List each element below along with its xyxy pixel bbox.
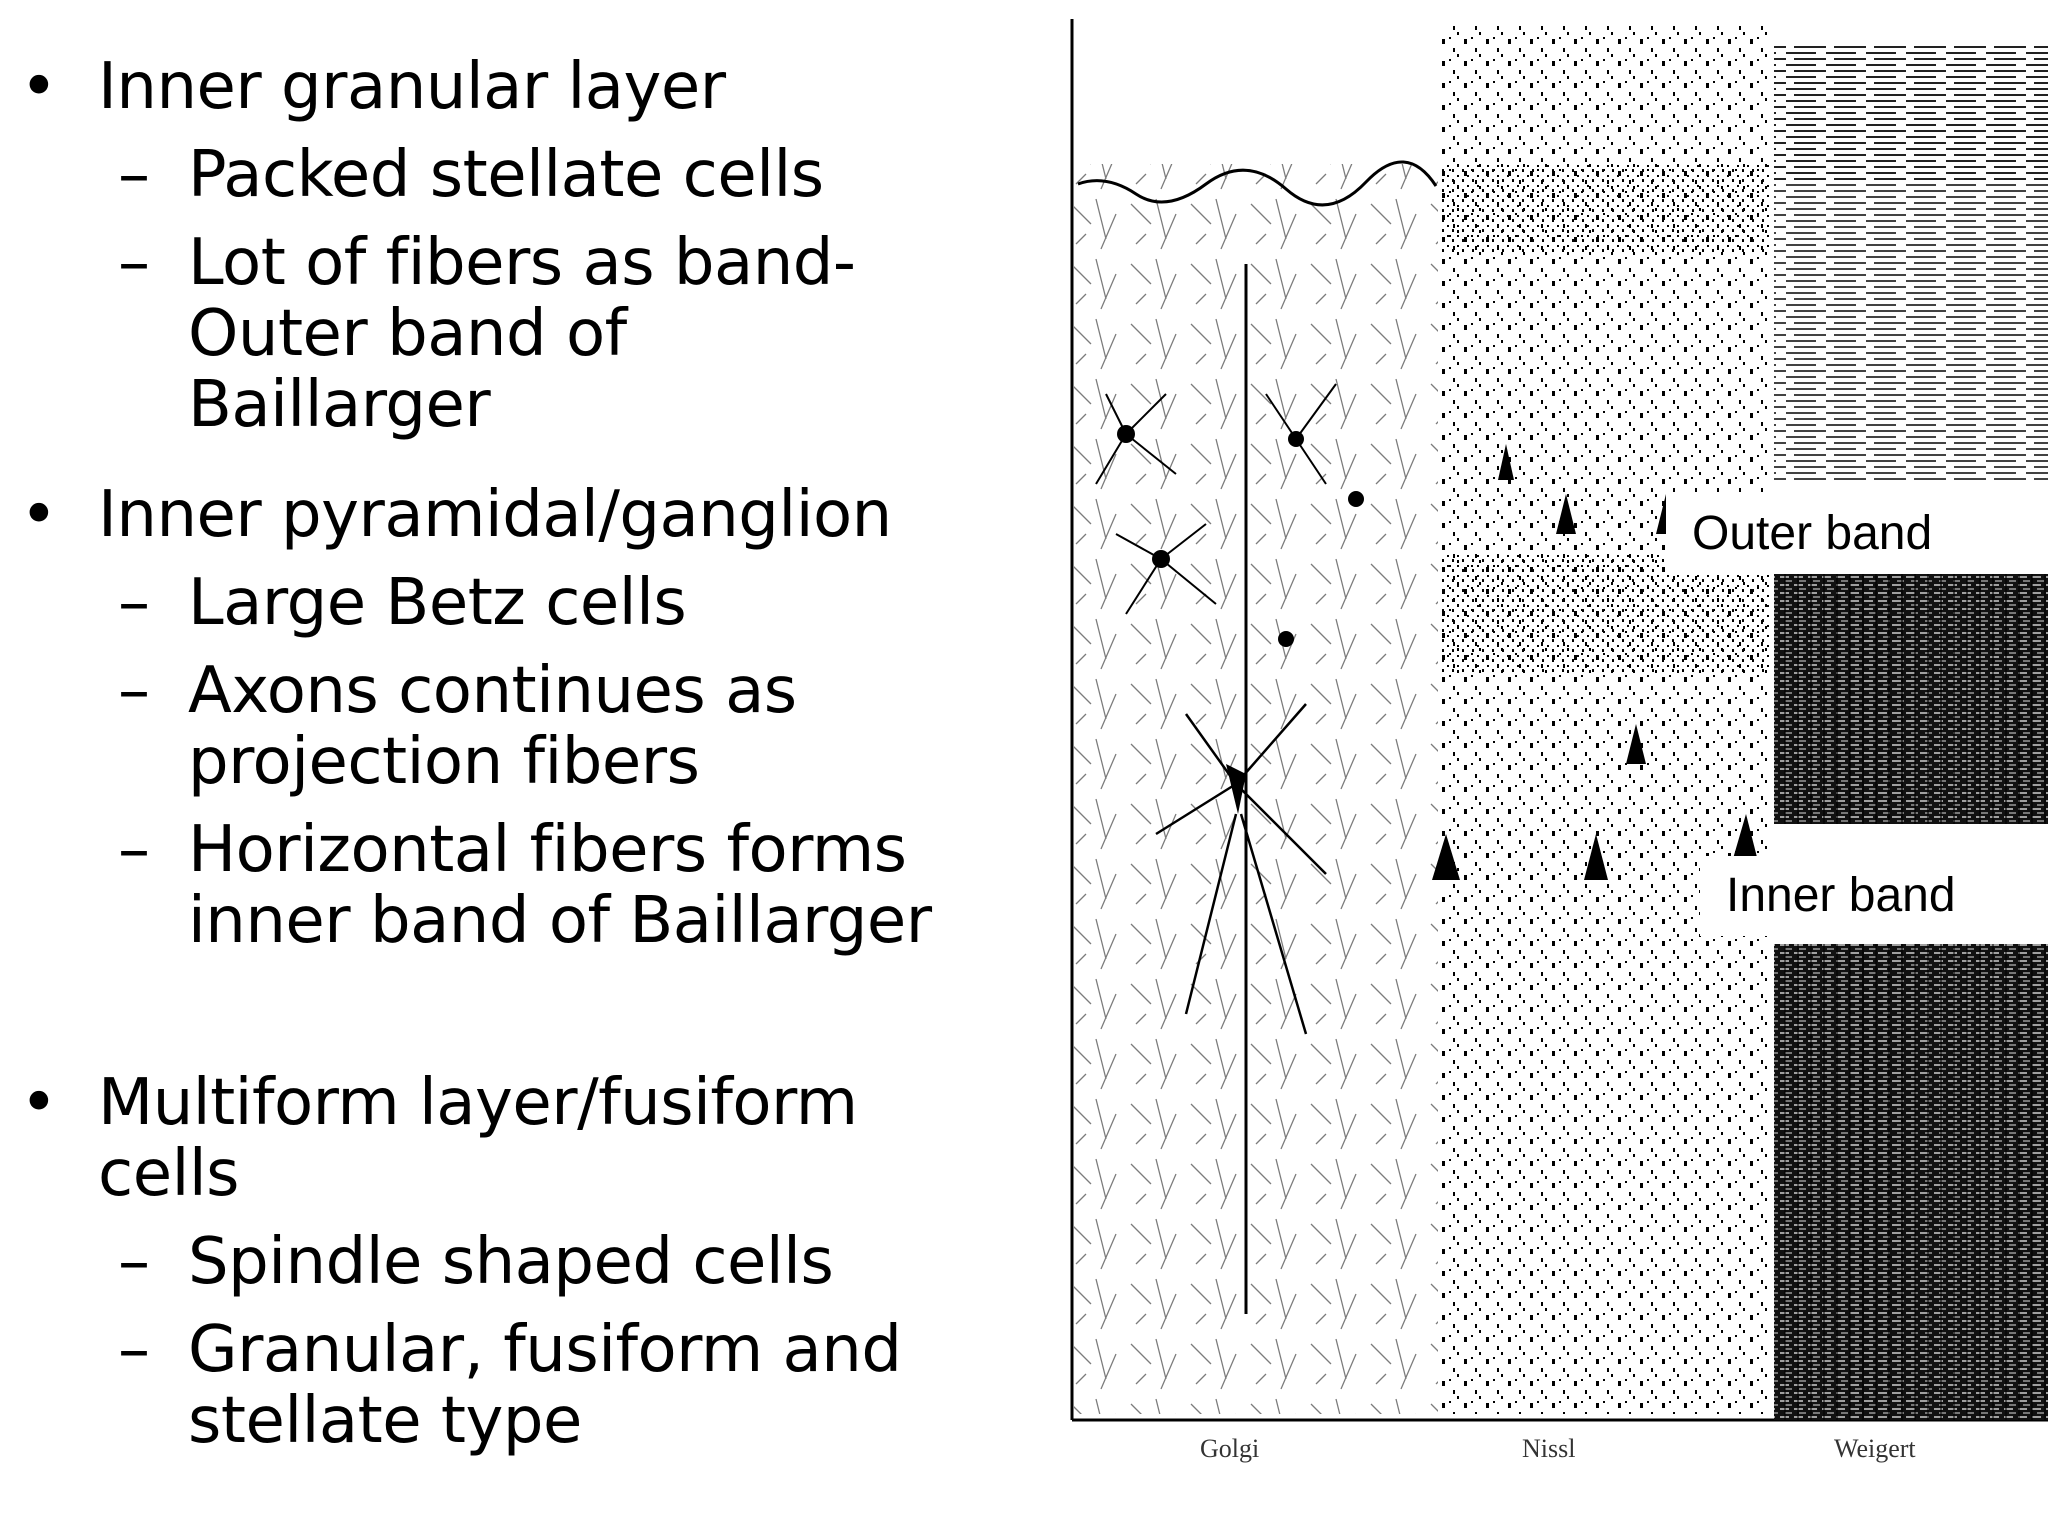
sub-item: – Horizontal fibers forms inner band of … [0, 815, 948, 957]
section-multiform-layer: • Multiform layer/fusiform cells – Spind… [0, 1068, 948, 1457]
outer-band-label: Outer band [1666, 494, 2048, 574]
sub-item-line: Packed stellate cells [188, 138, 824, 212]
heading-line: cells [98, 1137, 239, 1211]
dash-marker: – [118, 654, 150, 728]
dash-marker: – [118, 226, 150, 300]
dash-marker: – [118, 1313, 150, 1387]
sub-item: – Large Betz cells [0, 568, 948, 639]
sub-item-line: Spindle shaped cells [188, 1225, 834, 1299]
bullet-marker: • [20, 1066, 58, 1140]
sub-item-line: Axons continues as [188, 654, 797, 728]
sub-item: – Axons continues as projection fibers [0, 656, 948, 798]
sub-item: – Packed stellate cells [0, 140, 948, 211]
golgi-column [1074, 160, 1438, 1414]
sub-item: – Lot of fibers as band- Outer band of B… [0, 228, 948, 441]
stain-label-golgi: Golgi [1200, 1434, 1260, 1463]
bullet-marker: • [20, 50, 58, 124]
inner-band-label: Inner band [1700, 856, 2048, 936]
section-inner-granular-layer: • Inner granular layer – Packed stellate… [0, 52, 948, 441]
dash-marker: – [118, 1225, 150, 1299]
bullet-marker: • [20, 478, 58, 552]
sub-item-line: Outer band of Baillarger [188, 297, 627, 442]
nissl-column [1432, 24, 1772, 1414]
heading-line: Multiform layer/fusiform [98, 1066, 858, 1140]
sub-item-line: Granular, fusiform and [188, 1313, 902, 1387]
cortex-histology-figure: Outer band Inner band Golgi Nissl Weiger… [1066, 14, 2048, 1472]
sub-item-line: Large Betz cells [188, 566, 687, 640]
bullet-heading: • Inner pyramidal/ganglion [0, 480, 948, 551]
bullet-heading: • Multiform layer/fusiform cells [0, 1068, 948, 1210]
sub-item-line: projection fibers [188, 725, 700, 799]
sub-item-line: stellate type [188, 1384, 582, 1458]
heading-text: Inner pyramidal/ganglion [98, 478, 892, 552]
bullet-heading: • Inner granular layer [0, 52, 948, 123]
stain-label-weigert: Weigert [1834, 1434, 1916, 1463]
weigert-column [1774, 44, 2048, 1420]
bullet-list: • Inner granular layer – Packed stellate… [0, 52, 948, 1457]
sub-item-line: Lot of fibers as band- [188, 226, 856, 300]
sub-item-line: Horizontal fibers forms [188, 813, 907, 887]
sub-item: – Spindle shaped cells [0, 1227, 948, 1298]
heading-text: Inner granular layer [98, 50, 726, 124]
sub-item: – Granular, fusiform and stellate type [0, 1315, 948, 1457]
stain-label-nissl: Nissl [1522, 1434, 1576, 1463]
dash-marker: – [118, 138, 150, 212]
dash-marker: – [118, 813, 150, 887]
dash-marker: – [118, 566, 150, 640]
sub-item-line: inner band of Baillarger [188, 884, 932, 958]
histology-illustration [1066, 14, 2048, 1472]
section-inner-pyramidal: • Inner pyramidal/ganglion – Large Betz … [0, 480, 948, 957]
